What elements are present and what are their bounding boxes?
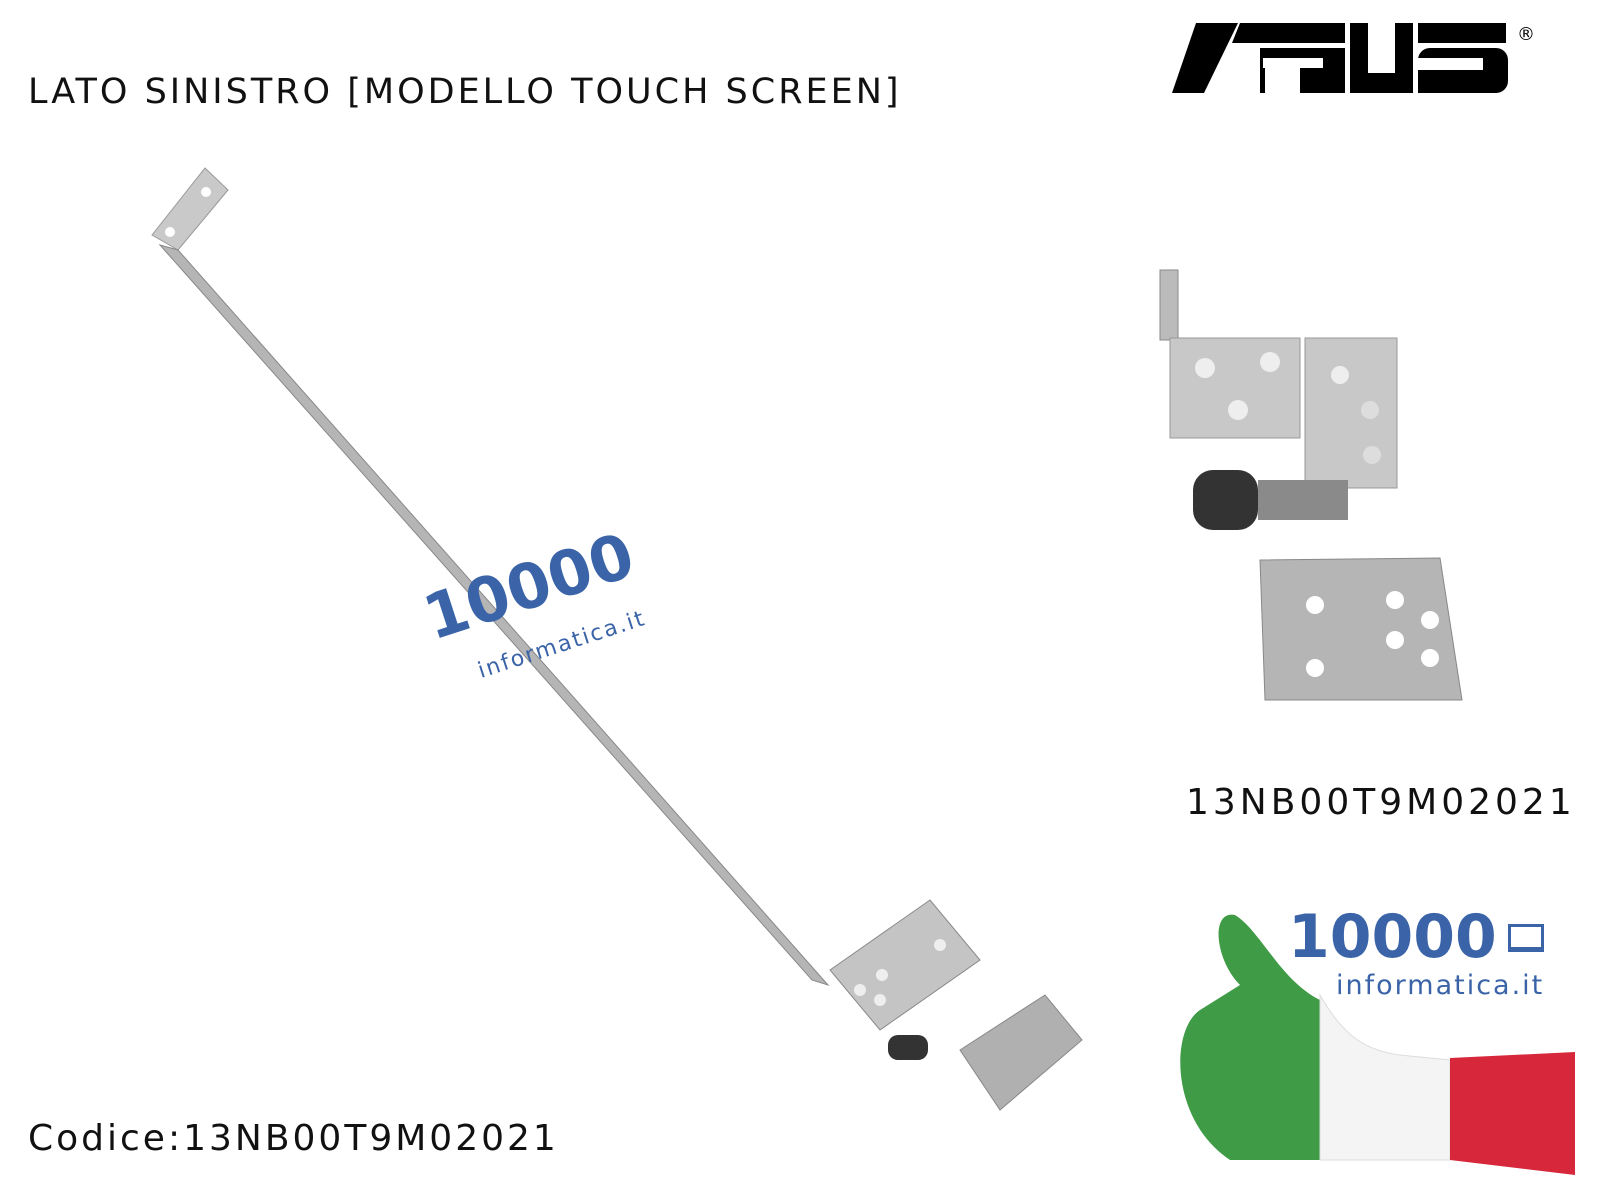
registered-mark: ® [1517,24,1535,45]
laptop-icon [1508,924,1544,952]
asus-logo: ® [1172,23,1535,93]
badge-domain: informatica.it [1336,970,1545,1001]
badge-number: 10000 [1288,902,1497,972]
hinge-bracket-long [151,167,1083,1111]
product-code-label: Codice:13NB00T9M02021 [28,1118,559,1159]
italian-flag-thumb [1180,914,1575,1175]
hinge-detail [1159,269,1463,701]
product-code: 13NB00T9M02021 [1186,782,1576,823]
page-title: LATO SINISTRO [MODELLO TOUCH SCREEN] [28,72,902,112]
